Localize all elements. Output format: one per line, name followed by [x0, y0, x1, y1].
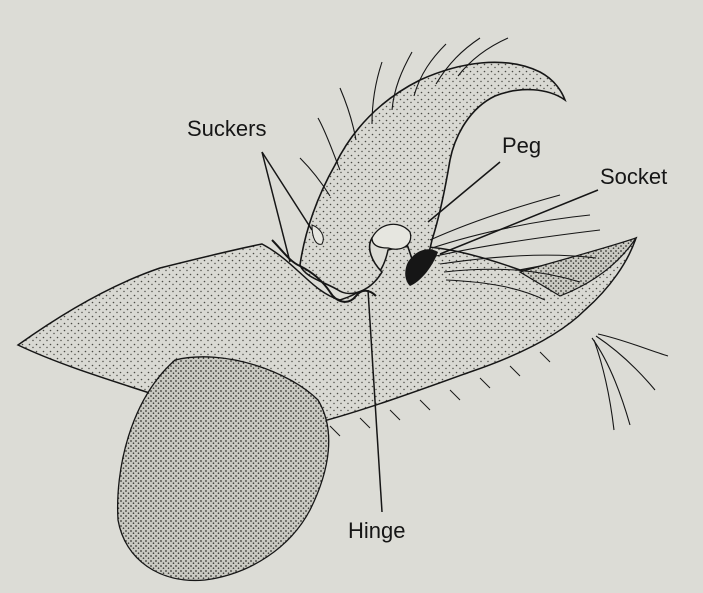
label-socket: Socket [600, 166, 667, 188]
lower-segment [118, 357, 329, 581]
leader-suckers-a [262, 152, 312, 230]
label-peg: Peg [502, 135, 541, 157]
label-hinge: Hinge [348, 520, 405, 542]
label-suckers: Suckers [187, 118, 266, 140]
leader-socket [440, 190, 598, 254]
